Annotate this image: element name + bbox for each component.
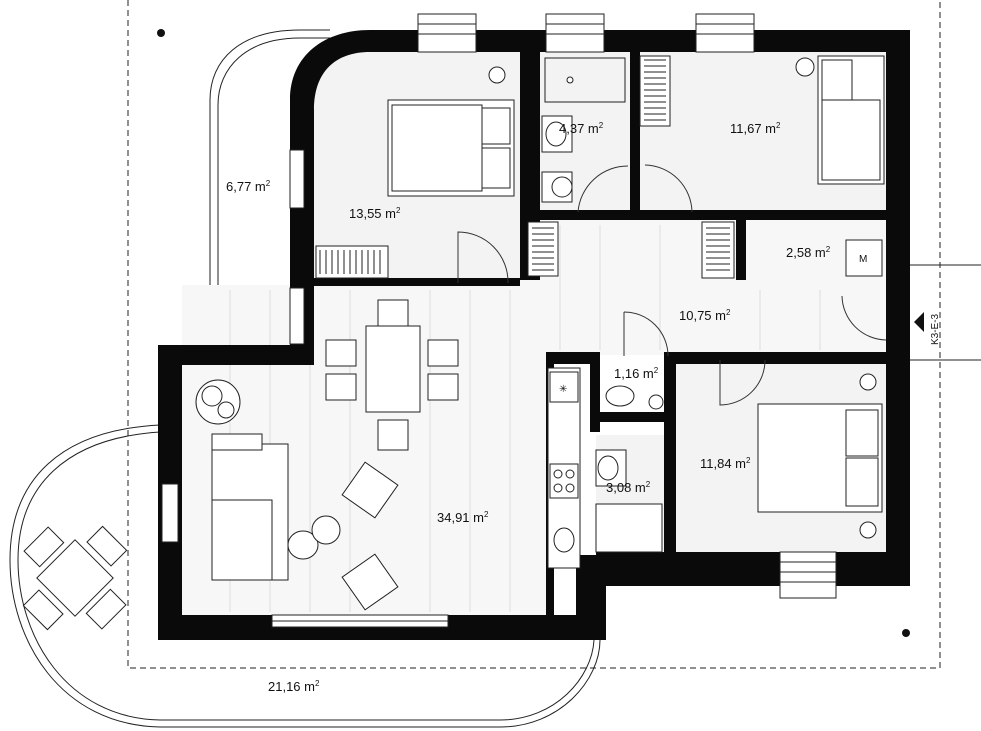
area-bath-top: 4,37 m2 xyxy=(559,121,604,136)
area-bedroom-top-right: 11,67 m2 xyxy=(730,121,781,136)
balcony-outline xyxy=(209,29,330,340)
bath-top-fixtures xyxy=(541,57,626,203)
wardrobe-top-right xyxy=(639,55,671,127)
area-living: 34,91 m2 xyxy=(437,510,489,525)
appliance-label: M xyxy=(859,254,867,265)
site-boundary xyxy=(127,0,941,669)
balcony-outline-inner xyxy=(217,37,330,340)
area-bedroom-bottom-right: 11,84 m2 xyxy=(700,456,751,471)
lamp-icon-4 xyxy=(859,521,877,539)
armchairs xyxy=(287,461,399,611)
sofa xyxy=(211,433,289,581)
area-bedroom-left: 13,55 m2 xyxy=(349,206,401,221)
plant-icon xyxy=(195,379,241,425)
svg-text:✳: ✳ xyxy=(559,384,567,395)
hall-wardrobes xyxy=(527,221,735,279)
terrace-outline xyxy=(9,424,601,728)
lamp-icon-2 xyxy=(795,57,815,77)
area-hall: 10,75 m2 xyxy=(679,308,731,323)
kitchen-counter: ✳ xyxy=(547,367,581,569)
area-bath-small: 3,08 m2 xyxy=(606,480,651,495)
windows xyxy=(161,13,837,628)
terrace-outline-inner xyxy=(17,431,595,721)
bath-small-fixtures xyxy=(595,449,663,553)
bed-bottom-right xyxy=(757,403,883,513)
wc-fixtures xyxy=(605,385,664,410)
entrance-arrow-icon xyxy=(914,312,924,332)
outdoor-table-icon xyxy=(22,525,128,631)
washing-machine-icon xyxy=(845,239,883,277)
bed-left xyxy=(387,99,515,197)
doors xyxy=(457,164,887,406)
wardrobe-left xyxy=(315,245,389,279)
area-storage: 2,58 m2 xyxy=(786,245,831,260)
area-balcony: 6,77 m2 xyxy=(226,179,271,194)
area-terrace: 21,16 m2 xyxy=(268,679,320,694)
area-wc: 1,16 m2 xyxy=(614,366,659,381)
lamp-icon-3 xyxy=(859,373,877,391)
entrance-stairs xyxy=(910,264,981,361)
site-marker-bottom xyxy=(902,629,910,637)
bed-top-right xyxy=(817,55,885,185)
site-marker-top xyxy=(157,29,165,37)
lamp-icon xyxy=(488,66,506,84)
dining-table xyxy=(325,299,459,451)
entrance-code: K3-E-3 xyxy=(930,313,941,345)
